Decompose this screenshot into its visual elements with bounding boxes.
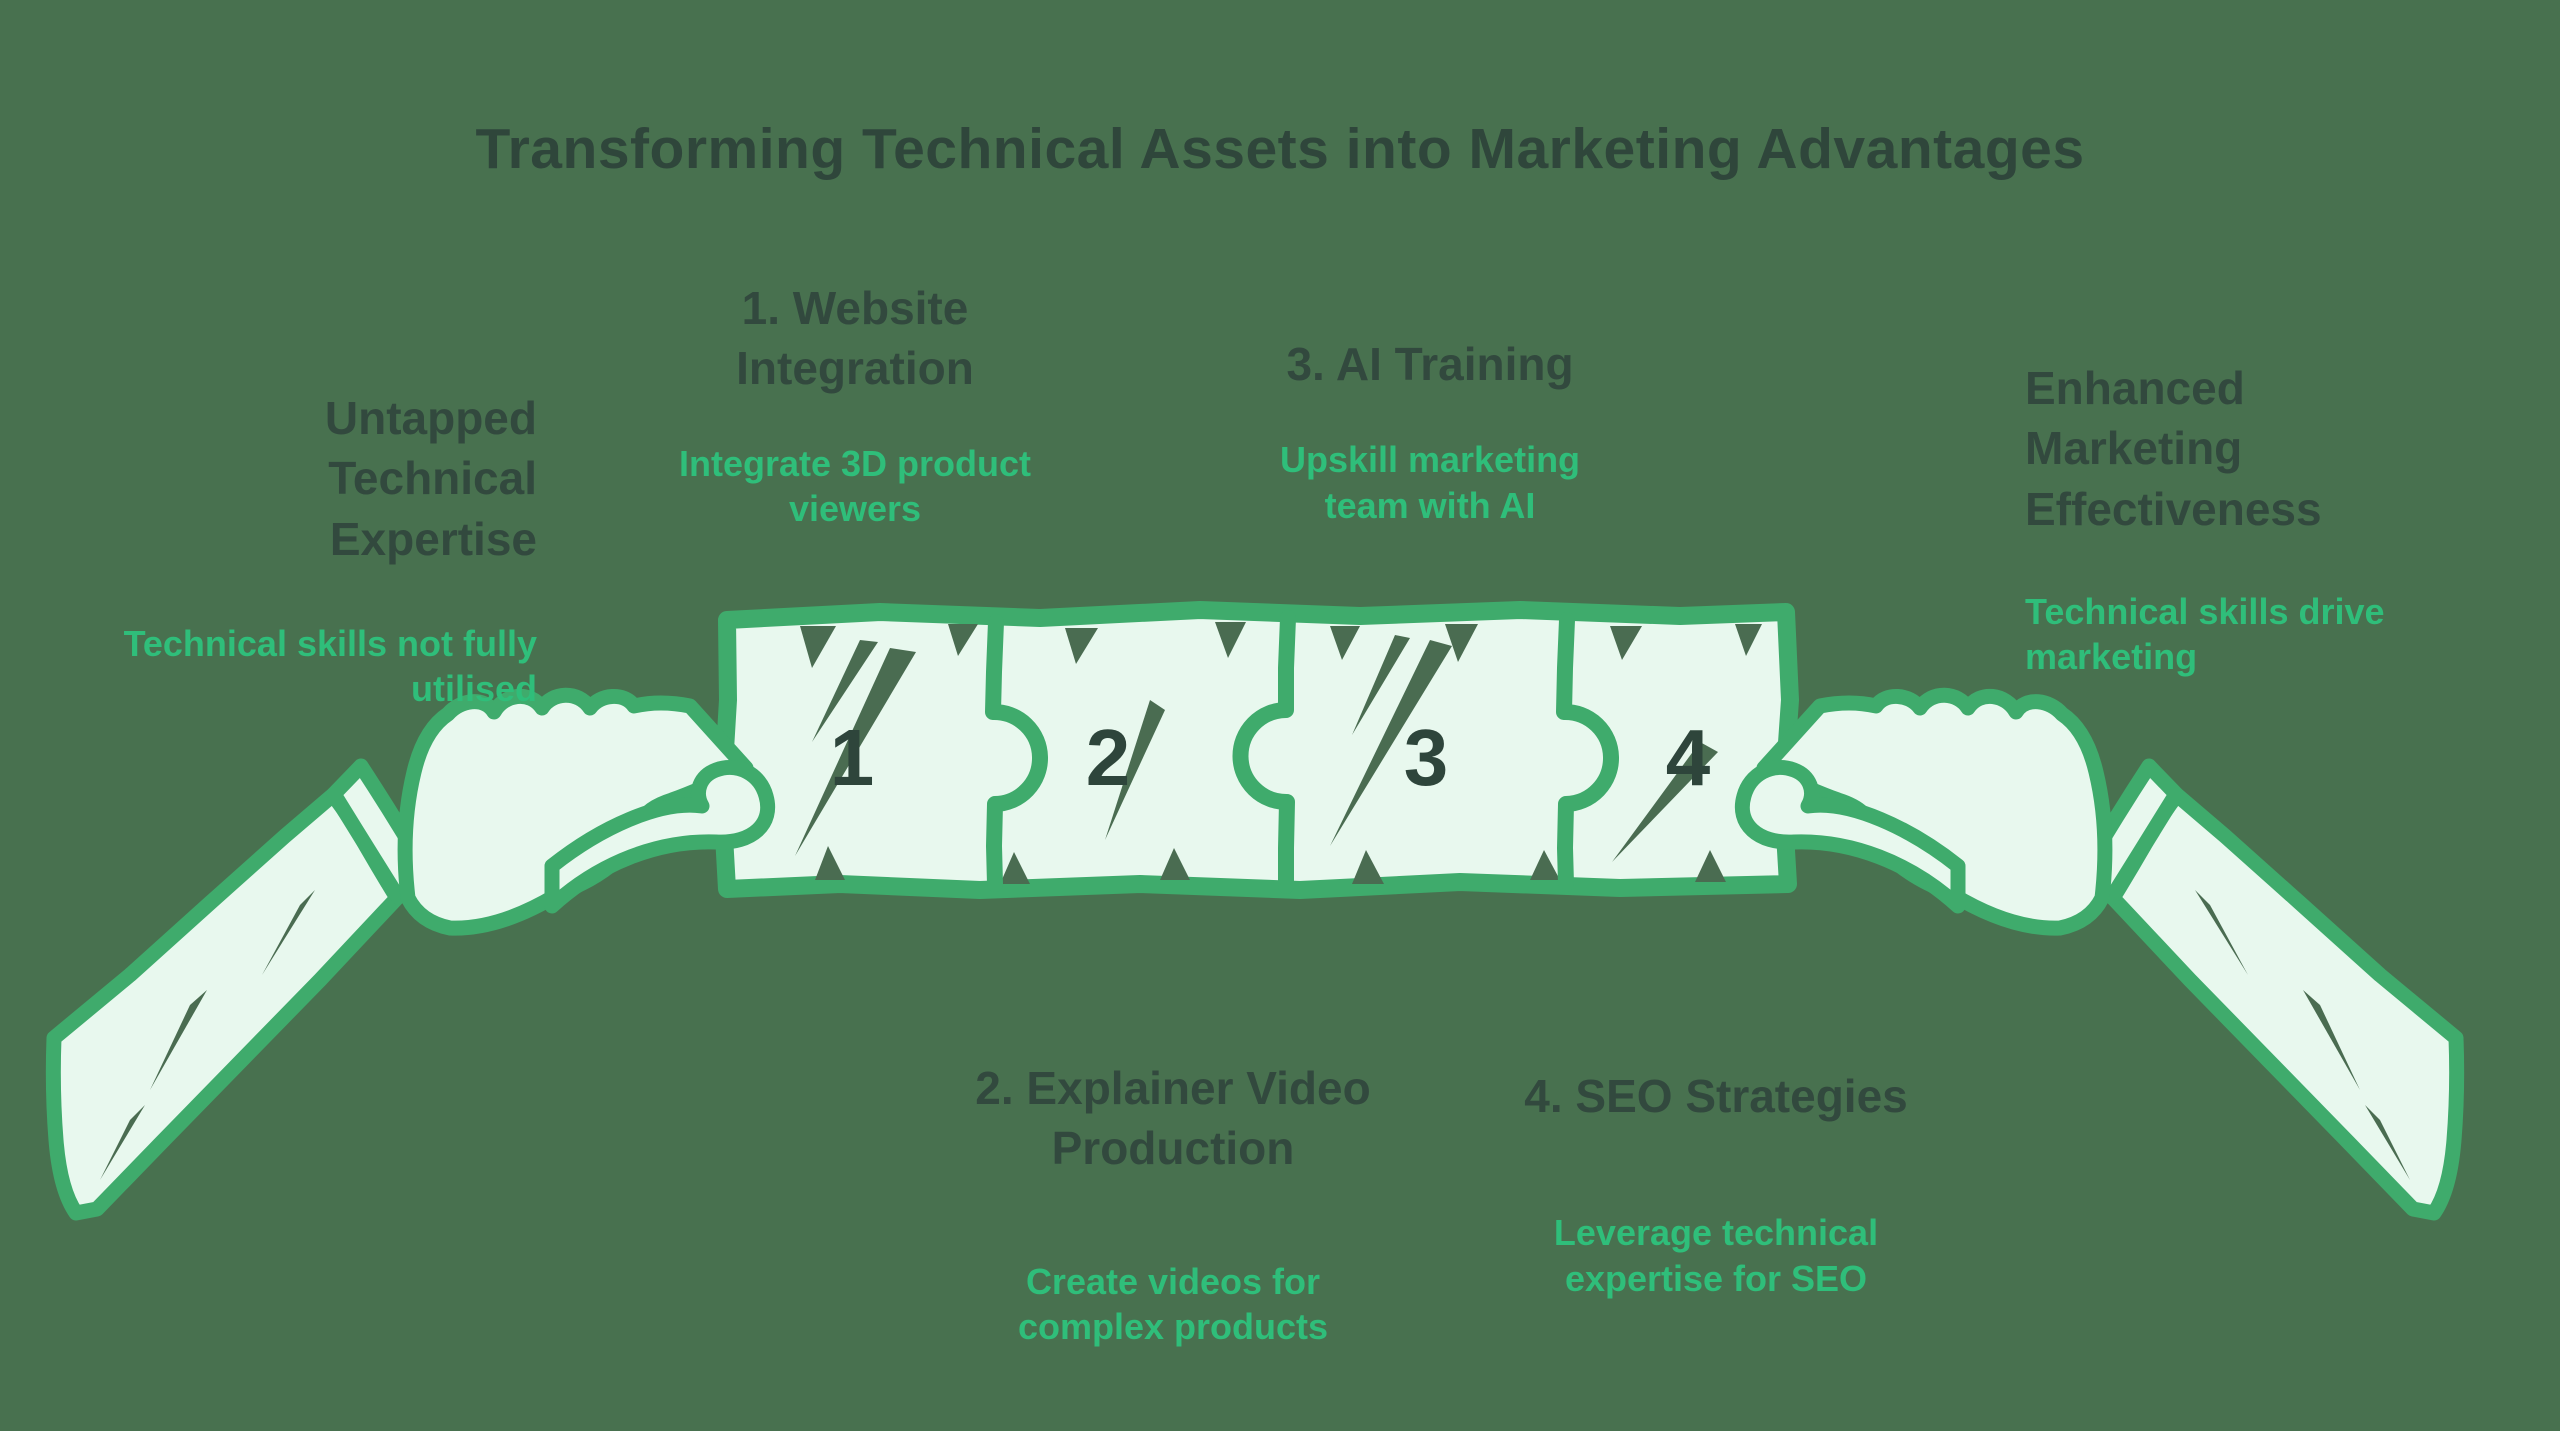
puzzle-divider-1 <box>985 614 1048 892</box>
piece-number-2: 2 <box>1086 713 1131 802</box>
section-enhanced-marketing-effectiveness: Enhanced Marketing Effectiveness Technic… <box>2025 340 2495 697</box>
puzzle-divider-3 <box>1556 612 1619 892</box>
seo-heading: 4. SEO Strategies <box>1524 1070 1908 1122</box>
section-seo-strategies: 4. SEO Strategies Leverage technical exp… <box>1466 1048 1966 1319</box>
section-untapped-technical-expertise: Untapped Technical Expertise Technical s… <box>37 370 537 729</box>
right-index-finger <box>1734 760 1966 914</box>
explainer-heading: 2. Explainer Video Production <box>975 1062 1371 1175</box>
explainer-subtext: Create videos for complex products <box>1017 1260 1329 1347</box>
piece-number-1: 1 <box>830 713 875 802</box>
ai-subtext: Upskill marketing team with AI <box>1279 439 1581 526</box>
piece-number-4: 4 <box>1666 713 1711 802</box>
right-arm-sleeve <box>2105 787 2465 1221</box>
section-explainer-video-production: 2. Explainer Video Production Create vid… <box>923 1040 1423 1367</box>
section-ai-training: 3. AI Training Upskill marketing team wi… <box>1180 316 1680 546</box>
website-heading: 1. Website Integration <box>736 282 974 395</box>
sleeve-texture <box>100 890 2410 1180</box>
puzzle-strip <box>713 601 1799 899</box>
enhanced-subtext: Technical skills drive marketing <box>2025 590 2385 678</box>
ai-heading: 3. AI Training <box>1286 338 1574 390</box>
enhanced-heading: Enhanced Marketing Effectiveness <box>2025 362 2322 535</box>
left-arm-sleeve <box>45 787 405 1221</box>
left-index-finger <box>544 760 776 914</box>
website-subtext: Integrate 3D product viewers <box>678 442 1032 529</box>
page-title: Transforming Technical Assets into Marke… <box>475 117 2085 181</box>
puzzle-texture <box>795 622 1762 884</box>
untapped-subtext: Technical skills not fully utilised <box>123 622 537 710</box>
puzzle-divider-2 <box>1232 610 1296 894</box>
piece-number-3: 3 <box>1404 713 1449 802</box>
seo-subtext: Leverage technical expertise for SEO <box>1553 1212 1879 1299</box>
section-website-integration: 1. Website Integration Integrate 3D prod… <box>605 260 1105 549</box>
untapped-heading: Untapped Technical Expertise <box>324 392 537 565</box>
